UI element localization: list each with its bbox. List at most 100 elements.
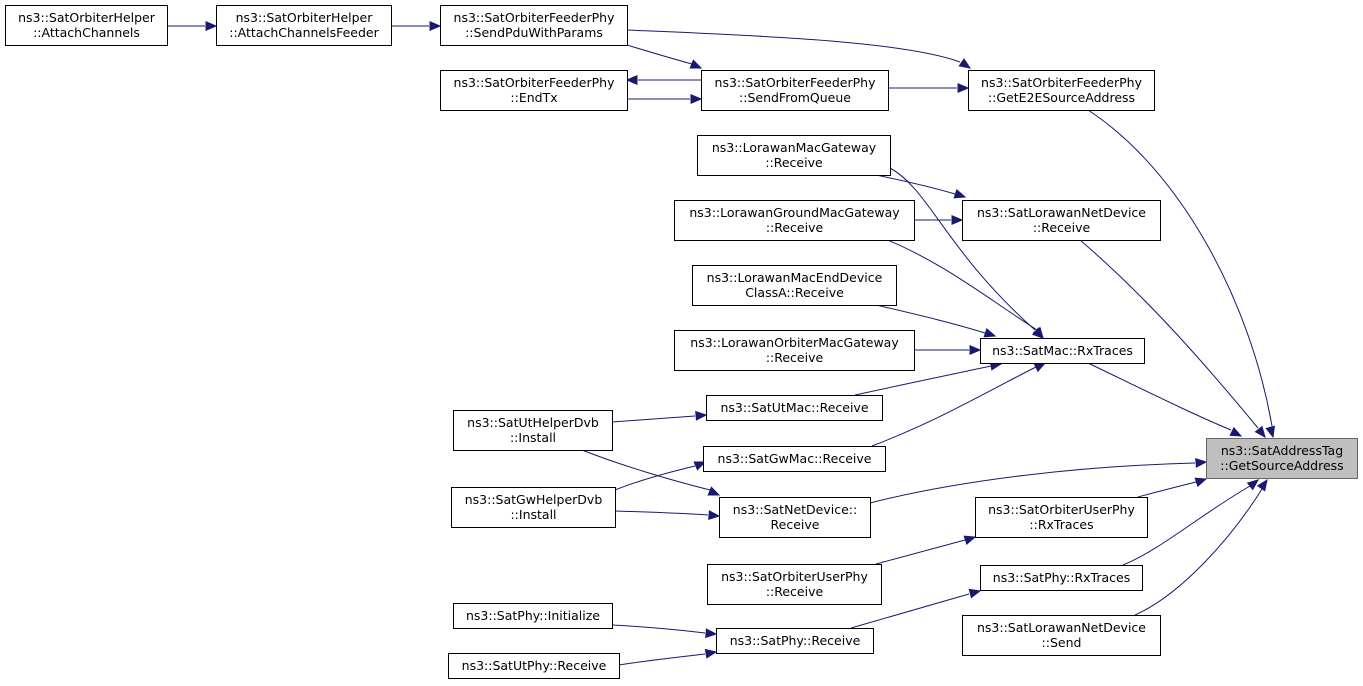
edge-satUtPhyReceive-to-satPhyReceive xyxy=(618,648,718,666)
arrowhead xyxy=(968,588,982,599)
node-satNetDeviceReceive[interactable]: ns3::SatNetDevice::Receive xyxy=(719,497,871,538)
node-label-line: ns3::SatLorawanNetDevice xyxy=(977,205,1146,220)
node-satUtHelperDvbInstall[interactable]: ns3::SatUtHelperDvb::Install xyxy=(453,410,613,451)
node-label-line: ::Receive xyxy=(765,155,823,170)
node-label-line: ns3::SatPhy::Initialize xyxy=(466,608,600,623)
node-label-line: ns3::SatOrbiterFeederPhy xyxy=(715,75,877,90)
node-box xyxy=(980,565,1143,591)
node-satGwMacReceive[interactable]: ns3::SatGwMac::Receive xyxy=(703,446,886,472)
node-sendFromQueue[interactable]: ns3::SatOrbiterFeederPhy::SendFromQueue xyxy=(701,70,889,111)
arrowhead xyxy=(689,59,703,69)
node-label-line: ::Send xyxy=(1042,635,1082,650)
node-label-line: ns3::SatMac::RxTraces xyxy=(992,343,1133,358)
node-label-line: ns3::SatGwMac::Receive xyxy=(718,451,872,466)
arrowhead xyxy=(1195,457,1208,468)
node-endTx[interactable]: ns3::SatOrbiterFeederPhy::EndTx xyxy=(440,70,628,111)
arrowhead xyxy=(1254,425,1266,439)
node-lorawanOrbiterMacGatewayReceive[interactable]: ns3::LorawanOrbiterMacGateway::Receive xyxy=(674,330,915,371)
node-satOrbiterUserPhyRxTraces[interactable]: ns3::SatOrbiterUserPhy::RxTraces xyxy=(975,497,1148,538)
edge-line xyxy=(1137,481,1197,498)
node-label-line: ns3::LorawanOrbiterMacGateway xyxy=(690,335,899,350)
arrowhead xyxy=(983,328,997,338)
edge-satOrbiterUserPhyRxTraces-to-getSourceAddress xyxy=(1137,477,1208,498)
node-label-line: ::RxTraces xyxy=(1029,517,1093,532)
edge-satNetDeviceReceive-to-getSourceAddress xyxy=(869,457,1208,504)
node-box xyxy=(448,653,620,679)
arrowhead xyxy=(690,94,703,104)
node-label-line: ns3::SatGwHelperDvb xyxy=(465,492,603,507)
node-label-line: ::SendPduWithParams xyxy=(465,25,603,40)
node-satPhyReceive[interactable]: ns3::SatPhy::Receive xyxy=(716,628,874,654)
node-label-line: ::AttachChannelsFeeder xyxy=(229,25,379,40)
node-satUtPhyReceive[interactable]: ns3::SatUtPhy::Receive xyxy=(448,653,620,679)
node-lorawanMacGatewayReceive[interactable]: ns3::LorawanMacGateway::Receive xyxy=(697,135,891,176)
edge-lorawanGroundMacGatewayReceive-to-satLorawanNetDeviceReceive xyxy=(914,215,964,225)
node-getSourceAddress[interactable]: ns3::SatAddressTag::GetSourceAddress xyxy=(1206,438,1358,479)
node-lorawanGroundMacGatewayReceive[interactable]: ns3::LorawanGroundMacGateway::Receive xyxy=(674,200,915,241)
node-label-line: ::GetE2ESourceAddress xyxy=(988,90,1135,105)
node-box xyxy=(1206,438,1358,479)
node-label-line: ns3::SatOrbiterHelper xyxy=(18,10,156,25)
arrowhead xyxy=(1033,362,1047,373)
edge-sendFromQueue-to-getE2ESourceAddress xyxy=(888,83,970,93)
node-sendPduWithParams[interactable]: ns3::SatOrbiterFeederPhy::SendPduWithPar… xyxy=(440,5,628,46)
node-attachChannelsFeeder[interactable]: ns3::SatOrbiterHelper::AttachChannelsFee… xyxy=(216,5,392,46)
node-box xyxy=(5,5,168,46)
node-label-line: ::Receive xyxy=(766,220,824,235)
node-satLorawanNetDeviceSend[interactable]: ns3::SatLorawanNetDevice::Send xyxy=(962,615,1161,656)
edge-satUtHelperDvbInstall-to-satUtMacReceive xyxy=(611,410,708,423)
edge-endTx-to-sendFromQueue xyxy=(627,94,703,104)
node-satOrbiterUserPhyReceive[interactable]: ns3::SatOrbiterUserPhy::Receive xyxy=(707,564,882,605)
node-box xyxy=(674,330,915,371)
node-label-line: ns3::SatUtHelperDvb xyxy=(467,415,599,430)
edges-layer xyxy=(168,21,1275,666)
node-box xyxy=(975,497,1148,538)
edge-line xyxy=(614,510,709,516)
node-label-line: ns3::LorawanGroundMacGateway xyxy=(689,205,900,220)
node-label-line: Receive xyxy=(771,517,820,532)
node-label-line: ns3::SatOrbiterFeederPhy xyxy=(454,10,616,25)
arrowhead xyxy=(963,535,977,545)
node-satLorawanNetDeviceReceive[interactable]: ns3::SatLorawanNetDevice::Receive xyxy=(962,200,1161,241)
edge-line xyxy=(581,449,711,491)
node-box xyxy=(697,135,891,176)
node-box xyxy=(962,200,1161,241)
edge-line xyxy=(889,167,1036,331)
node-label-line: ns3::SatOrbiterHelper xyxy=(236,10,374,25)
arrowhead xyxy=(707,486,721,496)
node-satGwHelperDvbInstall[interactable]: ns3::SatGwHelperDvb::Install xyxy=(451,487,616,528)
node-box xyxy=(692,265,897,306)
edge-lorawanGroundMacGatewayReceive-to-satMacRxTraces xyxy=(879,236,1044,340)
node-satPhyInitialize[interactable]: ns3::SatPhy::Initialize xyxy=(453,603,613,629)
edge-line xyxy=(879,236,1038,331)
node-satUtMacReceive[interactable]: ns3::SatUtMac::Receive xyxy=(706,395,883,421)
node-satPhyRxTraces[interactable]: ns3::SatPhy::RxTraces xyxy=(980,565,1143,591)
node-getE2ESourceAddress[interactable]: ns3::SatOrbiterFeederPhy::GetE2ESourceAd… xyxy=(968,70,1155,111)
edge-line xyxy=(875,174,956,195)
edge-satGwMacReceive-to-satMacRxTraces xyxy=(871,362,1047,447)
edge-satGwHelperDvbInstall-to-satGwMacReceive xyxy=(614,461,707,491)
node-attachChannels[interactable]: ns3::SatOrbiterHelper::AttachChannels xyxy=(5,5,168,46)
arrowhead xyxy=(953,189,967,199)
node-label-line: ns3::LorawanMacEndDevice xyxy=(707,270,883,285)
node-label-line: ns3::SatLorawanNetDevice xyxy=(977,620,1146,635)
node-label-line: ns3::SatUtPhy::Receive xyxy=(462,658,607,673)
node-label-line: ::AttachChannels xyxy=(33,25,140,40)
node-box xyxy=(707,564,882,605)
edge-satOrbiterUserPhyReceive-to-satOrbiterUserPhyRxTraces xyxy=(875,535,977,565)
node-label-line: ClassA::Receive xyxy=(745,285,844,300)
node-box xyxy=(674,200,915,241)
arrowhead xyxy=(951,215,964,225)
edge-lorawanOrbiterMacGatewayReceive-to-satMacRxTraces xyxy=(914,345,982,355)
arrowhead xyxy=(1265,425,1275,439)
edge-satUtHelperDvbInstall-to-satNetDeviceReceive xyxy=(581,449,721,496)
node-label-line: ns3::LorawanMacGateway xyxy=(712,140,877,155)
edge-satGwHelperDvbInstall-to-satNetDeviceReceive xyxy=(614,510,721,521)
edge-line xyxy=(869,462,1196,504)
arrowhead xyxy=(1229,426,1243,437)
arrowhead xyxy=(708,510,721,521)
edge-line xyxy=(871,366,1037,447)
node-satMacRxTraces[interactable]: ns3::SatMac::RxTraces xyxy=(980,338,1145,364)
